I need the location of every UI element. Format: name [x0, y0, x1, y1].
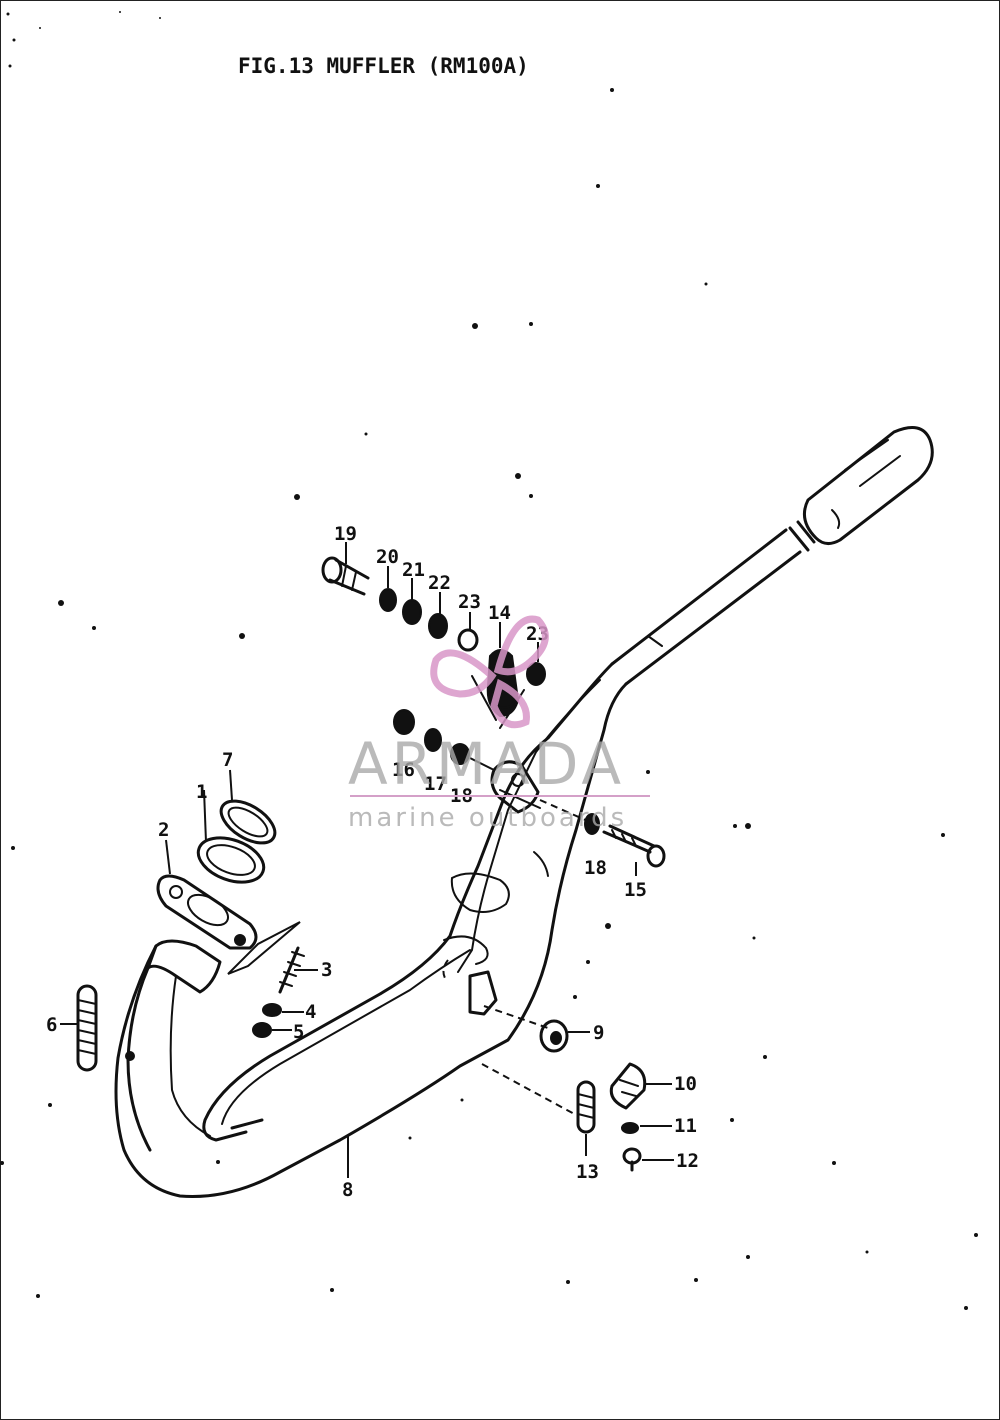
silencer [610, 426, 934, 686]
part-20-washer [379, 566, 397, 612]
part-12-screw [622, 1147, 674, 1172]
part-3-stud [278, 946, 318, 994]
part-18-washer-right [584, 813, 600, 835]
callout-14: 14 [488, 602, 511, 624]
callout-19: 19 [334, 523, 357, 545]
scan-noise [0, 11, 978, 1310]
callout-2: 2 [158, 819, 169, 841]
part-4-washer [262, 1003, 304, 1017]
part-16-grommet [393, 709, 415, 735]
part-18-washer-left [450, 743, 495, 771]
watermark-brand: ARMADA [348, 730, 625, 798]
part-21-washer [402, 578, 422, 625]
callout-20: 20 [376, 546, 399, 568]
callout-7: 7 [222, 749, 233, 771]
part-13-spring [481, 1063, 596, 1156]
callout-10: 10 [674, 1073, 697, 1095]
callout-4: 4 [305, 1001, 316, 1023]
callout-17: 17 [424, 773, 447, 795]
part-9-grommet [539, 1019, 590, 1053]
part-6-spring [60, 984, 98, 1072]
exhaust-pipe [114, 662, 628, 1198]
part-23-nut-left [428, 592, 448, 639]
clamp-links [468, 799, 591, 1029]
part-17-collar [424, 728, 442, 752]
callout-18-right: 18 [584, 857, 607, 879]
callout-21: 21 [402, 559, 425, 581]
part-19-bolt [321, 542, 370, 596]
callout-9: 9 [593, 1022, 604, 1044]
callout-22: 23 [458, 591, 481, 613]
callout-5: 5 [293, 1021, 304, 1043]
callout-6: 6 [46, 1014, 57, 1036]
callout-8: 8 [342, 1179, 353, 1201]
part-22-collar [457, 612, 479, 652]
callout-13: 13 [576, 1161, 599, 1183]
part-5-nut [252, 1022, 292, 1038]
callout-23-left: 22 [428, 572, 451, 594]
part-23-nut-right [526, 642, 546, 686]
propeller-logo-icon [430, 615, 549, 729]
callout-1: 1 [196, 781, 207, 803]
callout-16: 16 [392, 759, 415, 781]
part-1-gasket [196, 789, 266, 884]
callout-3: 3 [321, 959, 332, 981]
part-7-ring [219, 769, 277, 845]
part-2-flange [156, 839, 301, 975]
part-15-bolt [602, 824, 666, 876]
part-11-washer [621, 1122, 672, 1134]
part-10-clip [609, 1062, 672, 1110]
callout-15: 15 [624, 879, 647, 901]
watermark-tagline: marine outboards [348, 803, 627, 833]
callouts: 1 2 3 4 5 6 7 8 9 10 11 12 13 14 15 16 1… [46, 523, 699, 1201]
watermark: ARMADA marine outboards [348, 615, 650, 833]
figure-title: FIG.13 MUFFLER (RM100A) [238, 54, 529, 78]
callout-11: 11 [674, 1115, 697, 1137]
callout-12: 12 [676, 1150, 699, 1172]
mounting-bracket [490, 760, 541, 814]
